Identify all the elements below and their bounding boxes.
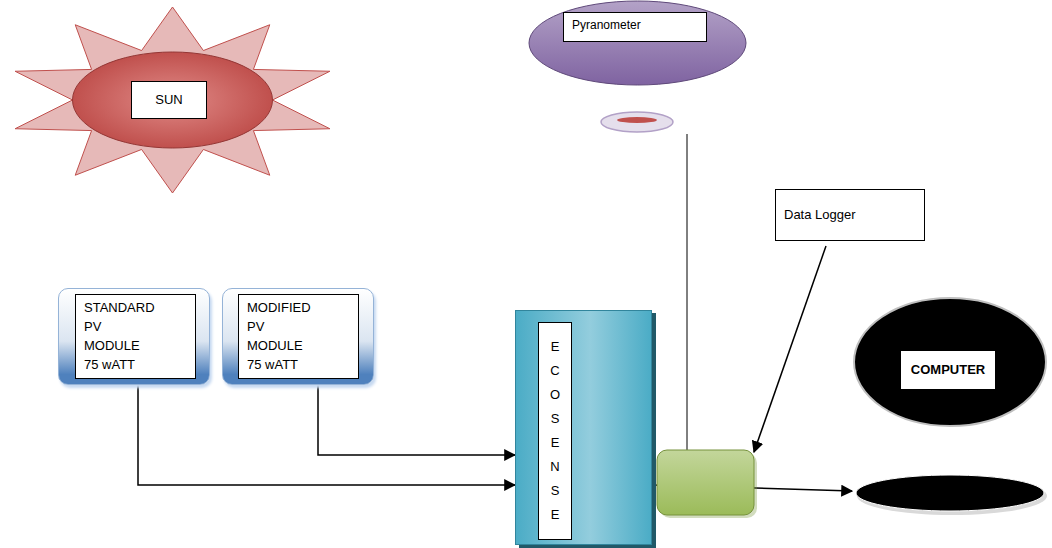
text-frame: ECOSENSE (538, 322, 572, 540)
node-label: SUN (155, 92, 182, 108)
pv-module: MODIFIED PV MODULE 75 wATT (222, 288, 374, 385)
keyboard (856, 475, 1044, 511)
ecosense-unit: ECOSENSE (515, 310, 652, 545)
sensor-element (617, 117, 657, 123)
computer-shape: COMPUTER (852, 295, 1048, 517)
pyranometer-body (529, 1, 746, 85)
sun-disc (73, 52, 273, 148)
sun-shape: SUN (5, 5, 340, 195)
node-label: ECOSENSE (549, 335, 562, 527)
monitor (854, 298, 1046, 426)
text-frame: SUN (131, 81, 207, 119)
node-label: STANDARD PV MODULE 75 wATT (84, 299, 156, 374)
text-frame: COMPUTER (900, 350, 996, 390)
sensor-wire (687, 134, 688, 451)
text-frame: STANDARD PV MODULE 75 wATT (75, 294, 196, 379)
node-label: MODIFIED PV MODULE 75 wATT (247, 299, 312, 374)
pyranometer-shape: Pyranometer (528, 0, 747, 86)
label-box: Data Logger (775, 189, 925, 241)
leader-arrow (754, 246, 826, 452)
text-frame: Data Logger (775, 189, 925, 241)
sun-rays (15, 7, 330, 193)
sensor-disc (601, 112, 673, 132)
text-frame: MODIFIED PV MODULE 75 wATT (238, 294, 359, 379)
node-label: COMPUTER (911, 362, 985, 378)
connector-arrow (318, 385, 515, 455)
node-label: Data Logger (784, 207, 856, 223)
node-label: Pyranometer (572, 18, 641, 32)
connector-arrow (138, 385, 515, 485)
computer-shape-outline (852, 295, 1048, 517)
text-frame: Pyranometer (563, 12, 707, 42)
pv-module: STANDARD PV MODULE 75 wATT (58, 288, 210, 385)
data-logger-unit (657, 450, 754, 515)
